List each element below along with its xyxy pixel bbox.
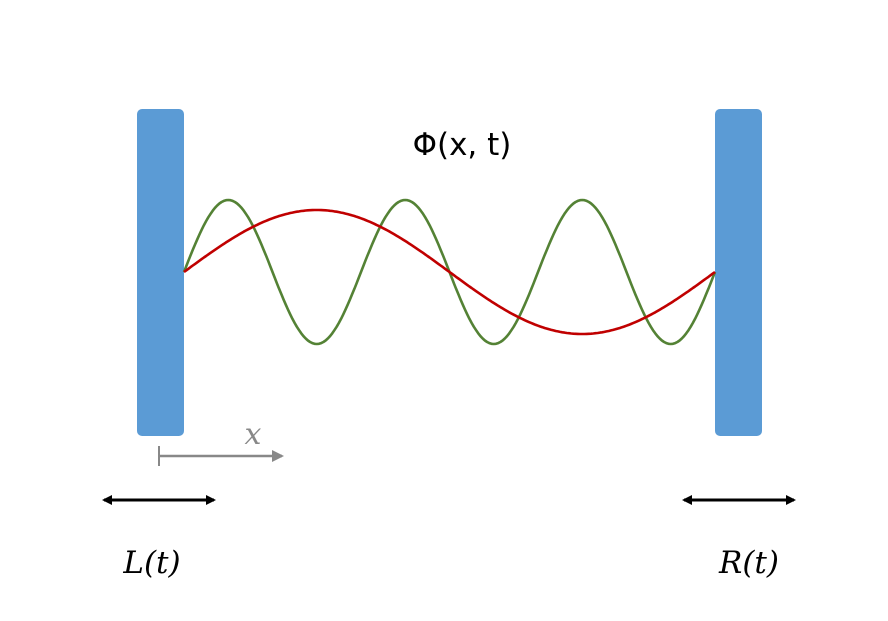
left-mirror (137, 109, 184, 436)
right-mirror-motion-label: R(t) (718, 545, 779, 581)
left-mirror-motion-label: L(t) (122, 545, 180, 581)
low-frequency-mode-curve (183, 208, 716, 336)
x-axis-label: x (245, 417, 262, 452)
field-label: Φ(x, t) (413, 127, 512, 163)
right-mirror (715, 109, 762, 436)
